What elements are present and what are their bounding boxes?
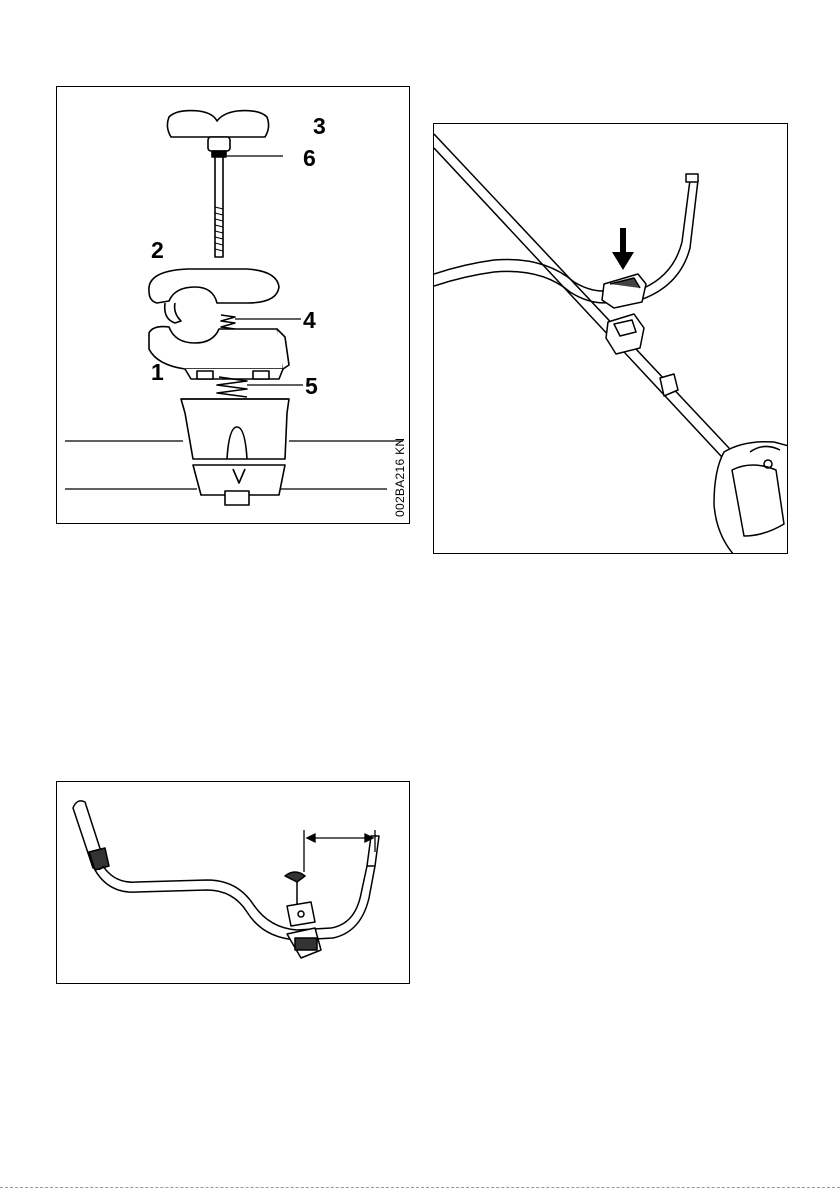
mount-housing — [181, 399, 289, 459]
label-2: 2 — [151, 239, 164, 262]
mounted-handle-drawing — [434, 124, 788, 554]
spring-lower — [217, 377, 247, 397]
washer — [212, 151, 226, 157]
exploded-view-figure: 3 6 2 4 1 5 002BA216 KN — [56, 86, 410, 524]
exploded-view-drawing — [57, 87, 410, 524]
label-5: 5 — [305, 375, 318, 398]
spring-upper — [221, 315, 235, 329]
knob-hub — [208, 137, 230, 151]
figure-code: 002BA216 KN — [393, 438, 407, 517]
mounted-handle-figure — [433, 123, 788, 554]
page-bottom-rule — [0, 1187, 840, 1188]
label-1: 1 — [151, 361, 164, 384]
label-6: 6 — [303, 147, 316, 170]
label-3: 3 — [313, 115, 326, 138]
label-4: 4 — [303, 309, 316, 332]
handle-adjust-drawing — [57, 782, 410, 984]
clamp-lower-half — [149, 327, 283, 369]
wing-knob — [167, 111, 268, 137]
handle-adjust-figure — [56, 781, 410, 984]
clamp-upper-half — [149, 269, 279, 303]
